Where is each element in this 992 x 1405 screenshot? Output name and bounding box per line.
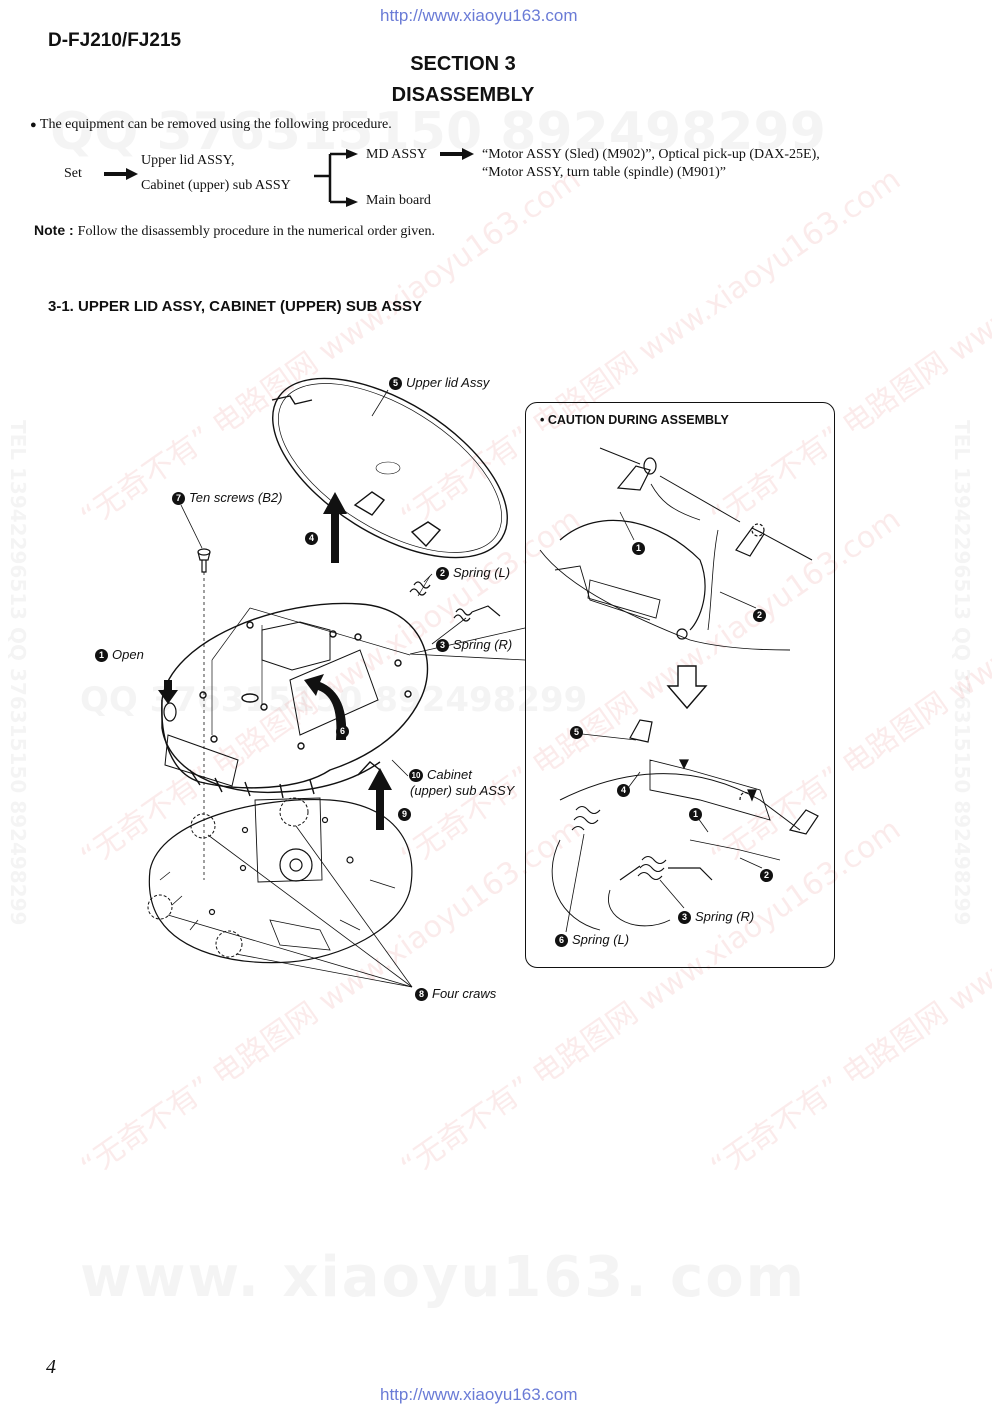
num-badge: 3 bbox=[436, 639, 449, 652]
caution-spring-r-text: Spring (R) bbox=[695, 909, 755, 924]
top-url-link[interactable]: http://www.xiaoyu163.com bbox=[380, 6, 578, 25]
caution-label-spring-l: 6 Spring (L) bbox=[555, 932, 629, 947]
watermark-tel-right: TEL 13942296513 QQ 376315150 892498299 bbox=[950, 420, 974, 925]
subsection-title: 3-1. UPPER LID ASSY, CABINET (UPPER) SUB… bbox=[48, 298, 422, 315]
label-cabinet-line2: (upper) sub ASSY bbox=[410, 783, 515, 798]
num-badge: 7 bbox=[172, 492, 185, 505]
page-title: DISASSEMBLY bbox=[391, 84, 535, 106]
arrow-curved-6 bbox=[304, 674, 347, 740]
label-leader-lines bbox=[180, 389, 526, 777]
craw-circles bbox=[147, 797, 309, 958]
label-open: 1 Open bbox=[95, 647, 144, 662]
label-cabinet: 10 Cabinet bbox=[409, 767, 472, 782]
note-label: Note : bbox=[34, 222, 74, 238]
flow-result-line2: “Motor ASSY, turn table (spindle) (M901)… bbox=[482, 165, 726, 180]
page-number: 4 bbox=[46, 1356, 56, 1378]
lower-chassis-drawing bbox=[148, 797, 413, 964]
num-badge: 3 bbox=[678, 911, 691, 924]
caution-badge-5: 5 bbox=[570, 726, 583, 739]
caution-box bbox=[525, 402, 835, 968]
caution-badge-2b: 2 bbox=[760, 869, 773, 882]
num-badge: 6 bbox=[555, 934, 568, 947]
note-line: Note : Follow the disassembly procedure … bbox=[34, 222, 435, 240]
label-spring-r: 3 Spring (R) bbox=[436, 637, 512, 652]
label-four-craws-text: Four craws bbox=[432, 986, 497, 1001]
num-badge: 10 bbox=[409, 769, 423, 782]
caution-lower-drawing bbox=[551, 719, 819, 931]
caution-label-spring-r: 3 Spring (R) bbox=[678, 909, 754, 924]
bullet-icon: ● bbox=[30, 119, 37, 131]
label-screws-text: Ten screws (B2) bbox=[189, 490, 283, 505]
note-text: Follow the disassembly procedure in the … bbox=[77, 224, 435, 239]
arrow-md-to-result bbox=[440, 148, 474, 160]
label-spring-l-text: Spring (L) bbox=[453, 565, 511, 580]
flow-set: Set bbox=[64, 166, 82, 181]
step-badge-4: 4 bbox=[305, 532, 318, 545]
num-badge: 5 bbox=[389, 377, 402, 390]
watermark-big-url: www. xiaoyu163. com bbox=[80, 1245, 806, 1310]
model-number: D-FJ210/FJ215 bbox=[48, 30, 182, 51]
arrow-to-md-assy bbox=[346, 149, 358, 159]
intro-line: ● The equipment can be removed using the… bbox=[30, 117, 392, 133]
label-four-craws: 8 Four craws bbox=[415, 986, 496, 1001]
intro-text: The equipment can be removed using the f… bbox=[39, 117, 392, 132]
arrow-up-4 bbox=[323, 492, 347, 563]
open-arrow bbox=[158, 680, 178, 704]
watermark-qq: QQ 376315150 892498299 bbox=[50, 102, 826, 162]
branch-bracket bbox=[314, 152, 348, 204]
craw-leader-lines bbox=[167, 825, 413, 988]
arrow-set-to-step1 bbox=[104, 168, 138, 180]
caution-badge-4: 4 bbox=[617, 784, 630, 797]
flow-arrows bbox=[104, 148, 474, 207]
bottom-url-link[interactable]: http://www.xiaoyu163.com bbox=[380, 1385, 578, 1404]
label-spring-r-text: Spring (R) bbox=[453, 637, 513, 652]
label-upper-lid: 5 Upper lid Assy bbox=[389, 375, 489, 390]
caution-badge-1: 1 bbox=[632, 542, 645, 555]
label-spring-l: 2 Spring (L) bbox=[436, 565, 510, 580]
arrow-up-9 bbox=[368, 768, 392, 830]
num-badge: 2 bbox=[436, 567, 449, 580]
label-screws: 7 Ten screws (B2) bbox=[172, 490, 282, 505]
caution-badge-2: 2 bbox=[753, 609, 766, 622]
caution-drawing bbox=[539, 447, 813, 651]
label-cabinet-text: Cabinet bbox=[427, 767, 472, 782]
arrow-to-main-board bbox=[346, 197, 358, 207]
flow-step1-line1: Upper lid ASSY, bbox=[141, 153, 235, 168]
label-open-text: Open bbox=[112, 647, 144, 662]
upper-lid-drawing bbox=[271, 377, 508, 559]
watermark-tel-left: TEL 13942296513 QQ 376315150 892498299 bbox=[6, 420, 30, 925]
spring-l-drawing bbox=[409, 575, 431, 597]
flow-branch-top: MD ASSY bbox=[366, 147, 428, 162]
label-upper-lid-text: Upper lid Assy bbox=[406, 375, 490, 390]
step-badge-6: 6 bbox=[336, 725, 349, 738]
caution-spring-l-text: Spring (L) bbox=[572, 932, 630, 947]
down-arrow-hollow bbox=[666, 665, 708, 710]
step-badge-9: 9 bbox=[398, 808, 411, 821]
caution-title: • CAUTION DURING ASSEMBLY bbox=[540, 413, 729, 427]
num-badge: 1 bbox=[95, 649, 108, 662]
num-badge: 8 bbox=[415, 988, 428, 1001]
spring-r-drawing bbox=[453, 605, 501, 622]
flow-branch-bottom: Main board bbox=[366, 193, 431, 208]
open-marker bbox=[163, 702, 177, 722]
flow-result-line1: “Motor ASSY (Sled) (M902)”, Optical pick… bbox=[482, 147, 820, 162]
section-number: SECTION 3 bbox=[410, 53, 516, 75]
cabinet-upper-drawing bbox=[161, 602, 429, 799]
caution-leader-lines bbox=[565, 511, 763, 933]
flow-step1-line2: Cabinet (upper) sub ASSY bbox=[141, 178, 291, 193]
screw-drawing bbox=[197, 548, 211, 880]
caution-badge-1b: 1 bbox=[689, 808, 702, 821]
